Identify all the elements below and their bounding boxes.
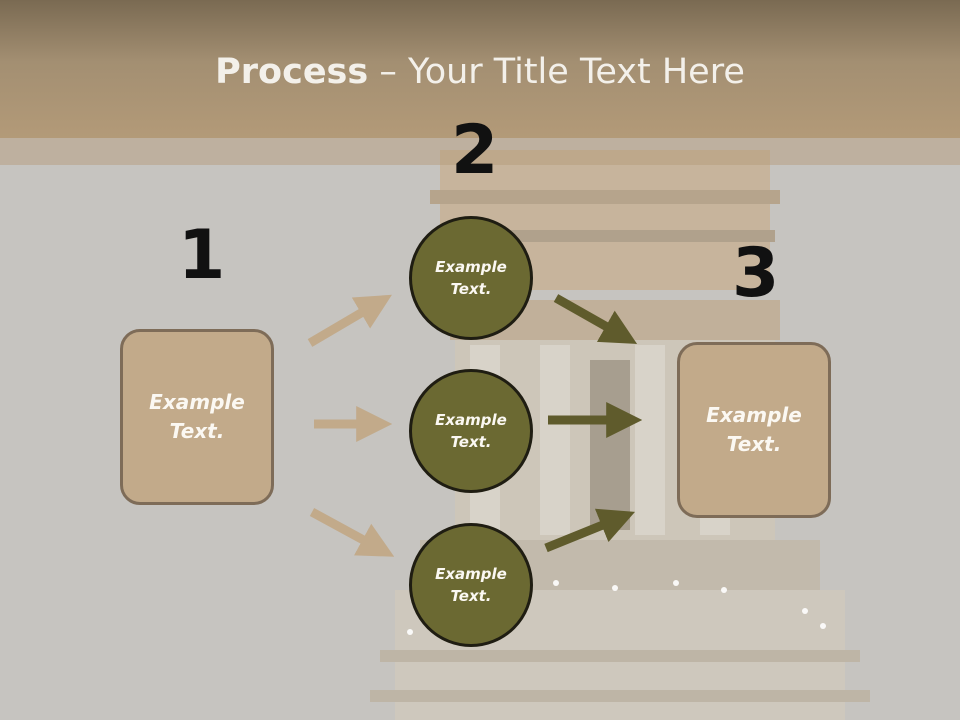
title-bar (0, 0, 960, 138)
arrow-right-up (553, 294, 638, 344)
slide-title-bold: Process (215, 52, 369, 92)
arrow-left-down (309, 508, 395, 557)
circle-top[interactable]: Example Text. (409, 216, 533, 340)
step-number-3: 3 (732, 234, 780, 313)
slide-title-rest: – Your Title Text Here (368, 52, 745, 92)
right-text-box-label: Example Text. (706, 403, 802, 456)
arrow-right-down (544, 508, 636, 553)
circle-bottom-label: Example Text. (435, 564, 507, 606)
right-text-box[interactable]: Example Text. (677, 342, 831, 518)
circle-middle-label: Example Text. (435, 410, 507, 452)
circle-bottom[interactable]: Example Text. (409, 523, 533, 647)
circle-middle[interactable]: Example Text. (409, 369, 533, 493)
step-number-1: 1 (178, 216, 226, 295)
slide-title: Process – Your Title Text Here (0, 52, 960, 92)
title-bar-band (0, 138, 960, 165)
step-number-2: 2 (451, 111, 499, 190)
circle-top-label: Example Text. (435, 257, 507, 299)
left-text-box-label: Example Text. (149, 390, 245, 443)
left-text-box[interactable]: Example Text. (120, 329, 274, 505)
arrow-left-up (307, 294, 392, 347)
